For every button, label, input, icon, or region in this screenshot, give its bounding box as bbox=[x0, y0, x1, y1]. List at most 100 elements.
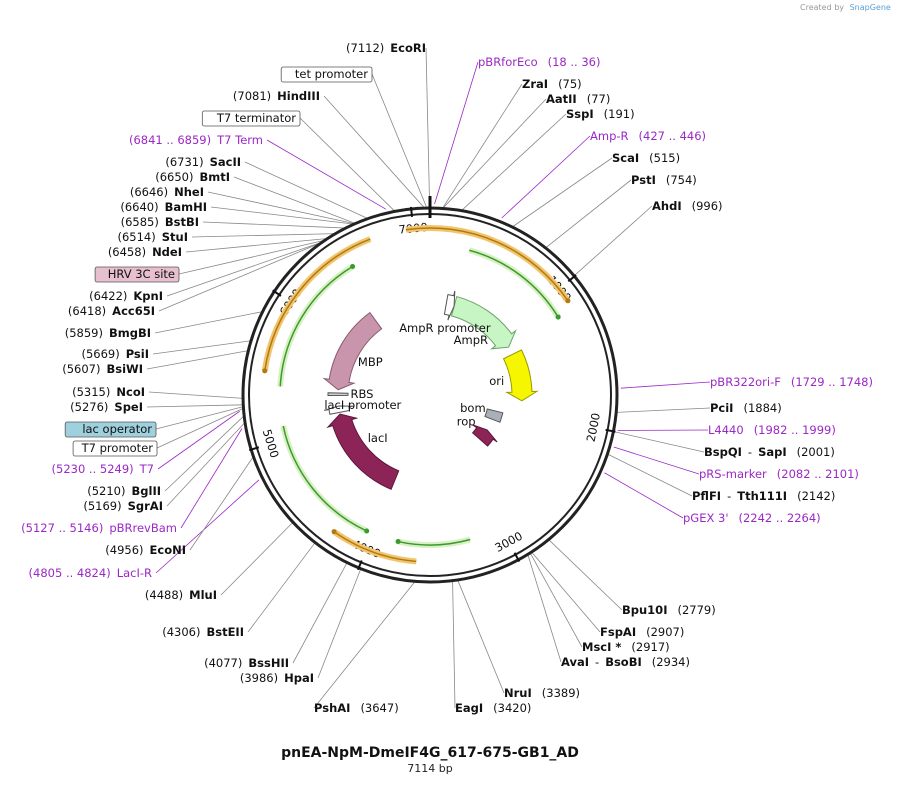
leader-psti bbox=[545, 179, 632, 249]
leader-sgrai bbox=[166, 422, 246, 507]
feature-label-laci-promoter: lacI promoter bbox=[324, 398, 401, 412]
site-hindiii: (7081)HindIII bbox=[233, 89, 320, 103]
feature-laci bbox=[326, 413, 400, 490]
leader-sspi bbox=[461, 113, 567, 211]
site-avai: AvaI-BsoBI(2934) bbox=[561, 655, 690, 669]
ring-outer bbox=[241, 206, 619, 584]
leader-amp-r bbox=[501, 135, 591, 219]
site-psii: (5669)PsiI bbox=[81, 347, 149, 361]
tick-mark bbox=[272, 289, 282, 297]
site-pcii: PciI(1884) bbox=[710, 401, 782, 415]
site-ndei: (6458)NdeI bbox=[108, 245, 182, 259]
site-hrv-3c-site-box bbox=[94, 266, 180, 283]
site-msci-: MscI *(2917) bbox=[582, 640, 670, 654]
orf-arrowhead bbox=[565, 298, 571, 304]
site-prs-marker: pRS-marker(2082 .. 2101) bbox=[699, 467, 859, 481]
leader-bsshii bbox=[292, 562, 348, 664]
leader-nhei bbox=[207, 191, 355, 225]
feature-rop bbox=[471, 424, 498, 447]
site-pflfi: PflFI-Tth111I(2142) bbox=[692, 489, 835, 503]
site-bsteii: (4306)BstEII bbox=[162, 625, 244, 639]
orf-line bbox=[333, 531, 417, 563]
site-eagi: EagI(3420) bbox=[455, 701, 531, 715]
orf-arc bbox=[405, 225, 571, 303]
feature-label-ampr-promoter: AmpR promoter bbox=[399, 321, 491, 335]
site-t7-terminator-box bbox=[201, 110, 301, 127]
orf-arrowhead bbox=[350, 264, 356, 270]
leader-tet-promoter bbox=[371, 73, 428, 209]
leader-bspqi bbox=[613, 431, 705, 453]
leader-bpu10i bbox=[548, 539, 623, 611]
tick-label: 2000 bbox=[584, 412, 603, 443]
leader-msci- bbox=[529, 552, 583, 648]
site-ahdi: AhdI(996) bbox=[652, 199, 723, 213]
site-aatii: AatII(77) bbox=[546, 92, 610, 106]
site-t7-term: (6841 .. 6859)T7 Term bbox=[129, 133, 263, 147]
leader-prs-marker bbox=[613, 446, 700, 475]
tick-mark bbox=[513, 552, 521, 563]
credit-text: Created by SnapGene bbox=[800, 3, 891, 12]
site-hrv-3c-site: HRV 3C site bbox=[108, 267, 175, 281]
leader-hindiii bbox=[323, 95, 425, 209]
leader-ncoi bbox=[148, 391, 244, 399]
leader-t7-terminator bbox=[299, 117, 396, 212]
site-laci-r: (4805 .. 4824)LacI-R bbox=[29, 566, 152, 580]
leader-spei bbox=[146, 404, 244, 408]
site-bmti: (6650)BmtI bbox=[155, 170, 230, 184]
feature-label-laci: lacI bbox=[368, 431, 388, 445]
orf-arrowhead bbox=[395, 539, 401, 545]
leader-t7-promoter bbox=[156, 407, 244, 449]
snapgene-logo-text: SnapGene bbox=[850, 3, 891, 12]
feature-label-ampr: AmpR bbox=[454, 333, 488, 347]
leader-nrui bbox=[457, 579, 505, 694]
site-bspqi: BspQI-SapI(2001) bbox=[704, 445, 835, 459]
site-pshai: PshAI(3647) bbox=[314, 701, 399, 715]
leader-psii bbox=[152, 340, 252, 355]
leader-stui bbox=[191, 233, 336, 238]
leader-bamhi bbox=[210, 206, 355, 225]
tick-mark bbox=[410, 206, 414, 218]
site-t7: (5230 .. 5249)T7 bbox=[52, 462, 154, 476]
tick-mark bbox=[248, 446, 260, 452]
orf-line bbox=[264, 238, 371, 371]
orf-line bbox=[405, 227, 569, 302]
site-econi: (4956)EcoNI bbox=[105, 543, 186, 557]
site-hpai: (3986)HpaI bbox=[240, 671, 314, 685]
site-nrui: NruI(3389) bbox=[504, 686, 580, 700]
feature-ori bbox=[502, 349, 539, 402]
leader-lac-operator bbox=[155, 406, 244, 430]
site-spei: (5276)SpeI bbox=[70, 400, 143, 414]
site-bpu10i: Bpu10I(2779) bbox=[622, 603, 716, 617]
leader-bmgbi bbox=[154, 311, 263, 334]
site-mlui: (4488)MluI bbox=[145, 588, 217, 602]
site-t7-terminator: T7 terminator bbox=[216, 111, 296, 125]
feature-label-ori: ori bbox=[489, 374, 504, 388]
leader-aatii bbox=[442, 98, 547, 209]
leader-bsiwi bbox=[146, 350, 249, 370]
leader-bmti bbox=[233, 176, 356, 224]
site-t7-promoter-box bbox=[72, 440, 158, 457]
site-psti: PstI(754) bbox=[631, 173, 697, 187]
tick-label: 5000 bbox=[260, 428, 282, 460]
leader-zrai bbox=[442, 83, 523, 209]
site-fspai: FspAI(2907) bbox=[600, 625, 684, 639]
site-ncoi: (5315)NcoI bbox=[72, 385, 145, 399]
orf-arrowhead bbox=[262, 368, 268, 374]
site-bsiwi: (5607)BsiWI bbox=[62, 362, 143, 376]
site-pbr322ori-f: pBR322ori-F(1729 .. 1748) bbox=[710, 375, 873, 389]
leader-hpai bbox=[317, 568, 362, 679]
feature-ampr bbox=[450, 295, 517, 350]
site-pgex-3-: pGEX 3'(2242 .. 2264) bbox=[683, 511, 821, 525]
leader-bstbi bbox=[202, 221, 346, 229]
feature-label-bom: bom bbox=[460, 401, 486, 415]
site-lac-operator: lac operator bbox=[82, 422, 152, 436]
leader-bsteii bbox=[247, 542, 316, 633]
orf-line bbox=[469, 249, 559, 318]
site-pbrrevbam: (5127 .. 5146)pBRrevBam bbox=[21, 521, 177, 535]
site-sspi: SspI(191) bbox=[566, 107, 635, 121]
orf-line bbox=[282, 425, 368, 532]
feature-label-mbp: MBP bbox=[358, 355, 383, 369]
feature-label-rop: rop bbox=[457, 414, 476, 428]
